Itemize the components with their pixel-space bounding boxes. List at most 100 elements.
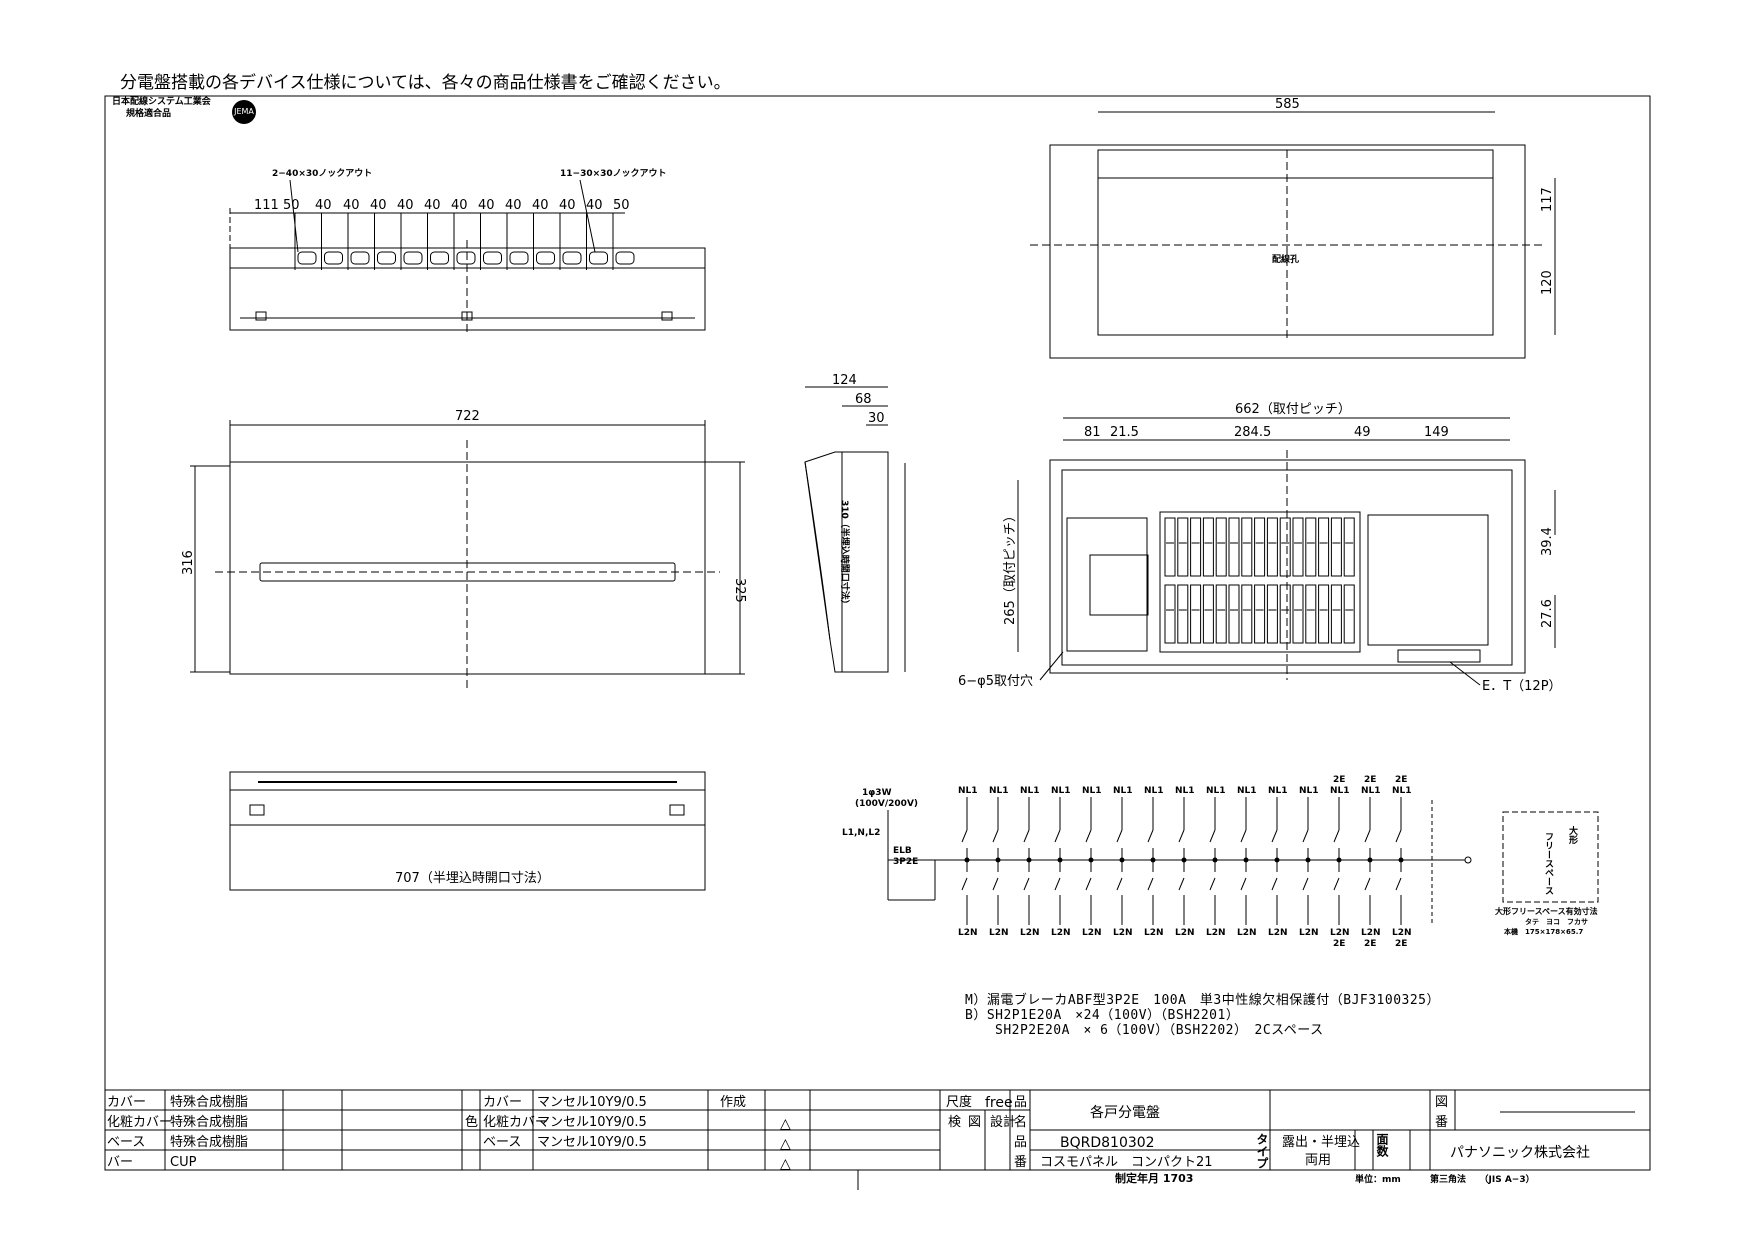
inner-pitch: 662（取付ピッチ） [1235, 402, 1351, 417]
free-space-label: フリースペース [1543, 832, 1554, 895]
jis-label: 日本配線システム工業会 規格適合品 [112, 96, 211, 120]
inner-d81: 81 [1084, 425, 1101, 440]
circuit-top-label: NL1 [1361, 786, 1381, 796]
branch-breaker [1190, 517, 1202, 577]
rear-width: 585 [1275, 97, 1300, 112]
circuit-top-label: NL1 [958, 786, 978, 796]
inner-v265: 265（取付ピッチ） [1003, 509, 1018, 625]
branch-breaker [1343, 584, 1355, 644]
knockout [456, 251, 476, 265]
front-height-left: 316 [181, 550, 196, 575]
knockout [615, 251, 635, 265]
inner-d149: 149 [1424, 425, 1449, 440]
circuit-2e-top: 2E [1395, 775, 1407, 785]
material-part: カバー [107, 1095, 146, 1110]
color-part: カバー [483, 1095, 522, 1110]
knockout [536, 251, 555, 265]
knockout [377, 251, 396, 265]
revision-mark: △ [780, 1156, 791, 1172]
jis-line-1: 日本配線システム工業会 [112, 97, 211, 107]
branch-breaker [1228, 517, 1240, 577]
circuit-diagram: 1φ3W (100V/200V) L1,N,L2 ELB 3P2E NL1L2N… [842, 775, 1599, 949]
spec-branch-1: B）SH2P1E20A ×24（100V）（BSH2201） [965, 1008, 1239, 1023]
dim-top-11: 40 [559, 198, 576, 213]
circuit-bottom-label: L2N [1020, 928, 1040, 938]
branch-breaker [1318, 584, 1330, 644]
jis-logo: JEMA [232, 100, 256, 124]
knockout [297, 251, 317, 265]
circuit-bottom-label: L2N [1144, 928, 1164, 938]
branch-breaker [1177, 517, 1189, 577]
scale-value: free [985, 1095, 1013, 1111]
unit-label: 単位：mm [1355, 1173, 1401, 1185]
branch-breaker [1305, 584, 1317, 644]
hole-label: 配線孔 [1272, 253, 1299, 265]
scale-label: 尺度 [946, 1094, 972, 1110]
zuban-2: 番 [1435, 1115, 1448, 1130]
circuit-bottom-label: L2N [1051, 928, 1071, 938]
product-number: BQRD810302 [1060, 1135, 1155, 1151]
product-series: コスモパネル コンパクト21 [1040, 1155, 1213, 1170]
circuit-top-label: NL1 [1392, 786, 1412, 796]
circuit-2e-top: 2E [1364, 775, 1376, 785]
free-note: 大形フリースペース有効寸法 [1495, 906, 1598, 916]
circuit-2e-bottom: 2E [1333, 939, 1345, 949]
knockout [430, 251, 449, 265]
color-part: 化粧カバー [483, 1115, 548, 1130]
circuit-top-label: NL1 [1268, 786, 1288, 796]
circuit-top-label: NL1 [1113, 786, 1133, 796]
material-part: 化粧カバー [107, 1115, 172, 1130]
dim-top-10: 40 [532, 198, 549, 213]
dim-top-4: 40 [370, 198, 387, 213]
color-value: マンセル10Y9/0.5 [537, 1115, 647, 1130]
inner-d21-5: 21.5 [1110, 425, 1139, 440]
dim-111: 111 [254, 198, 279, 213]
zu-label: 図 [968, 1115, 981, 1130]
spec-main-breaker: M）漏電ブレーカABF型3P2E 100A 単3中性線欠相保護付（BJF3100… [965, 992, 1440, 1008]
enact-date: 制定年月 1703 [1115, 1171, 1193, 1185]
dim-top-9: 40 [505, 198, 522, 213]
inner-d39-4: 39.4 [1540, 527, 1555, 556]
circuit-top-label: NL1 [1299, 786, 1319, 796]
elb-label: ELB [893, 846, 912, 856]
branch-breaker [1292, 517, 1304, 577]
branch-breaker [1279, 517, 1291, 577]
circuit-bottom-label: L2N [1392, 928, 1412, 938]
supply-type: 1φ3W [862, 788, 892, 798]
circuit-bottom-label: L2N [1299, 928, 1319, 938]
branch-breaker [1215, 517, 1227, 577]
side-d30: 30 [868, 411, 885, 426]
product-name: 各戸分電盤 [1090, 1105, 1160, 1121]
inner-d49: 49 [1354, 425, 1371, 440]
jis-line-2: 規格適合品 [126, 109, 172, 119]
big-label: 大形 [1567, 825, 1578, 845]
dim-top-2: 40 [315, 198, 332, 213]
hinban-2: 番 [1014, 1155, 1027, 1170]
branch-breaker [1164, 584, 1176, 644]
front-width: 722 [455, 409, 480, 424]
circuit-bottom-label: L2N [1082, 928, 1102, 938]
knockout [562, 251, 582, 265]
dim-top-5: 40 [397, 198, 414, 213]
knockout [483, 251, 502, 265]
bottom-view: 707（半埋込時開口寸法） [229, 771, 706, 891]
free-cols: タテ ヨコ フカサ [1525, 917, 1588, 926]
inner-d27-6: 27.6 [1540, 599, 1555, 628]
projection-label: 第三角法 （JIS A−3） [1430, 1173, 1535, 1185]
circuit-2e-top: 2E [1333, 775, 1345, 785]
supply-voltage: (100V/200V) [855, 799, 918, 809]
material-value: 特殊合成樹脂 [170, 1135, 248, 1150]
knockout [589, 251, 608, 265]
zuban-1: 図 [1435, 1095, 1448, 1110]
type-value: 露出・半埋込 [1282, 1135, 1360, 1150]
rear-inner-view: 662（取付ピッチ） 81 21.5 284.5 49 149 265（取付ピッ… [958, 402, 1562, 694]
circuit-top-label: NL1 [1020, 786, 1040, 796]
dim-top-8: 40 [478, 198, 495, 213]
circuit-bottom-label: L2N [1175, 928, 1195, 938]
dim-top-12: 40 [586, 198, 603, 213]
front-view: 722 316 325 [181, 409, 747, 690]
circuit-top-label: NL1 [1144, 786, 1164, 796]
knockout-right-label: 11−30×30ノックアウト [560, 168, 666, 179]
knockout [403, 251, 423, 265]
